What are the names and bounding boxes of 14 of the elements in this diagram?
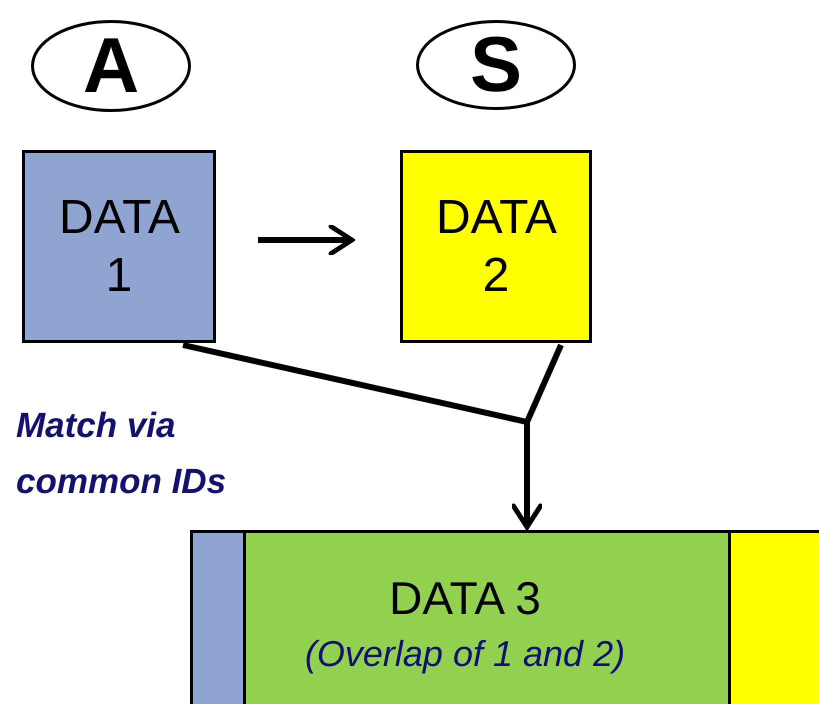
letter-ellipse bbox=[416, 20, 576, 110]
note-text: Match via common IDs bbox=[16, 405, 228, 503]
letter-label: A bbox=[82, 20, 140, 112]
letter-ellipse bbox=[31, 20, 191, 112]
box-title: DATA 1 bbox=[59, 190, 179, 304]
data-box bbox=[22, 150, 216, 343]
data-box bbox=[400, 150, 592, 343]
box-title: DATA 3 bbox=[389, 571, 541, 626]
box-subtitle: (Overlap of 1 and 2) bbox=[304, 632, 626, 676]
box-title: DATA 2 bbox=[436, 190, 556, 304]
letter-label: S bbox=[470, 19, 522, 110]
data-box bbox=[190, 530, 819, 704]
arrow bbox=[258, 224, 354, 256]
arrow bbox=[511, 344, 564, 530]
